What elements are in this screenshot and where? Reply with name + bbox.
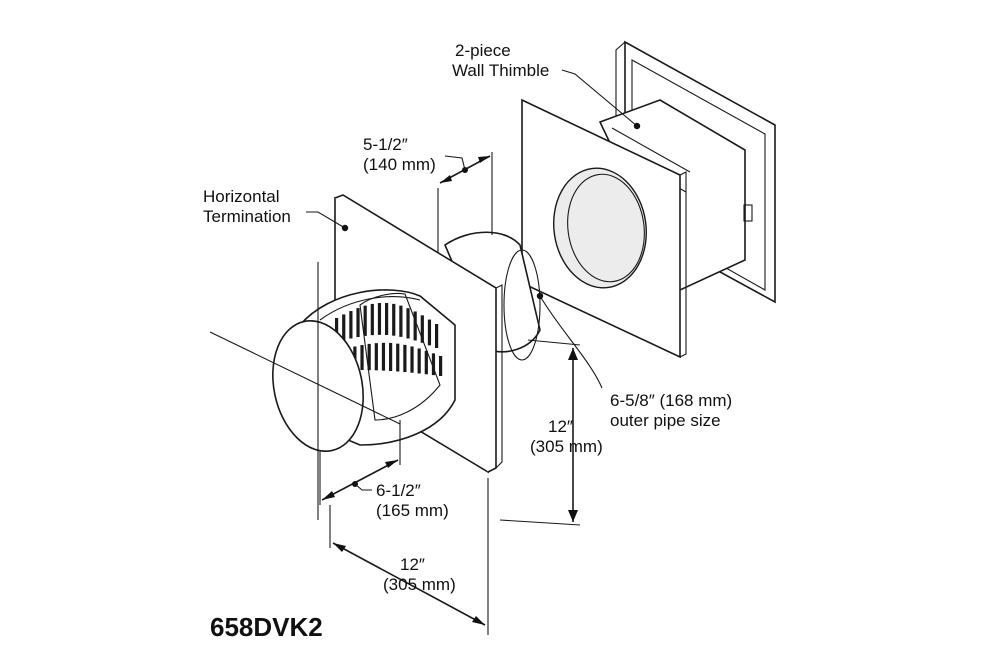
louvre-slot	[392, 303, 396, 336]
width-label-line2: (305 mm)	[383, 575, 456, 594]
depth-label-line2: (140 mm)	[363, 155, 436, 174]
louvre-slot	[413, 311, 417, 341]
height-label-line1: 12″	[548, 417, 573, 436]
louvre-slot	[377, 303, 382, 335]
louvre-slot	[439, 356, 443, 376]
termination-plate-edge-2	[495, 284, 503, 469]
width-label-line1: 12″	[400, 555, 425, 574]
thimble-opening-inner	[567, 173, 645, 283]
louvre-slot	[406, 308, 410, 339]
horizontal-termination	[272, 194, 541, 474]
depth-label-line1: 5-1/2″	[363, 135, 408, 154]
center-lines	[209, 262, 401, 520]
model-number: 658DVK2	[210, 612, 323, 642]
louvre-slot	[335, 318, 339, 342]
cap-depth-dimension	[319, 420, 401, 505]
wall-thimble	[521, 40, 776, 359]
width-dimension	[329, 478, 489, 635]
height-label-line2: (305 mm)	[530, 437, 603, 456]
thimble-tab	[743, 204, 753, 222]
pipe-size-label-line1: 6-5/8″ (168 mm)	[610, 391, 732, 410]
louvre-slot	[381, 342, 386, 371]
thimble-label-line1: 2-piece	[455, 41, 511, 60]
louvre-slot	[370, 303, 374, 336]
louvre-slot	[427, 319, 432, 346]
cap-depth-label-line1: 6-1/2″	[376, 481, 421, 500]
louvre-slot	[374, 343, 378, 371]
height-dimension	[499, 339, 581, 526]
louvre-slot	[396, 343, 400, 372]
louvre-slot	[435, 324, 439, 348]
louvre-slot	[342, 314, 346, 341]
louvre-slot	[389, 343, 393, 371]
termination-label-line1: Horizontal	[203, 187, 280, 206]
louvre-slot	[403, 344, 407, 373]
louvre-slot	[420, 315, 424, 343]
louvre-slot	[363, 305, 367, 336]
louvre-slot	[360, 345, 364, 371]
louvre-slot	[367, 343, 371, 371]
horizontal-axis	[209, 331, 401, 425]
louvre-slot	[410, 346, 414, 373]
louvre-slot	[417, 348, 421, 374]
thimble-label-line2: Wall Thimble	[452, 61, 549, 80]
thimble-sleeve-seam	[611, 127, 691, 173]
louvre-slot	[424, 350, 428, 375]
louvre-slot	[356, 308, 360, 338]
termination-pipe-end	[503, 249, 541, 361]
depth-dimension	[437, 152, 493, 252]
pipe-size-label-line2: outer pipe size	[610, 411, 721, 430]
leaders	[306, 69, 641, 389]
thimble-plate-edge	[679, 171, 687, 358]
louvre-slot	[399, 305, 403, 337]
louvre-slot	[349, 311, 353, 339]
cap-depth-label-line2: (165 mm)	[376, 501, 449, 520]
louvre-slot	[385, 303, 389, 335]
louvre-slot	[431, 353, 436, 376]
termination-label-line2: Termination	[203, 207, 291, 226]
